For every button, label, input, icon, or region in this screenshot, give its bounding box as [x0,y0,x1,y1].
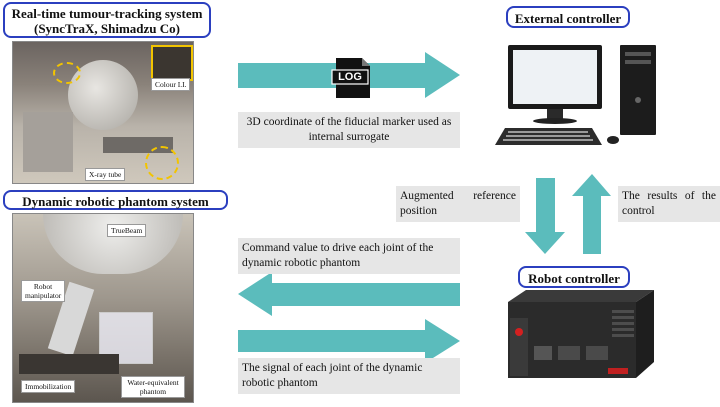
fiducial-coordinate-text: 3D coordinate of the fiducial marker use… [246,116,452,143]
arrow-augmented-down [525,178,565,254]
truebeam-label: TrueBeam [107,224,147,237]
log-icon-text: LOG [338,71,362,83]
log-file-icon [331,58,370,98]
joint-signal-text: The signal of each joint of the dynamic … [242,362,423,389]
water-phantom-label: Water-equivalent phantom [121,376,185,398]
immobilization-label: Immobilization [21,380,76,393]
joint-signal-caption: The signal of each joint of the dynamic … [238,358,460,394]
fiducial-coordinate-caption: 3D coordinate of the fiducial marker use… [238,112,460,148]
control-results-text: The results of the control [622,190,716,217]
xray-tube-label: X-ray tube [85,168,126,181]
desktop-computer-icon [495,45,656,145]
tracking-system-photo: Colour I.I. X-ray tube [12,41,194,184]
external-controller-title: External controller [506,6,630,28]
robot-controller-title: Robot controller [518,266,630,288]
phantom-system-title-text: Dynamic robotic phantom system [22,194,209,209]
robot-controller-title-text: Robot controller [528,271,620,286]
augmented-reference-caption: Augmented reference position [396,186,520,222]
robot-controller-hardware-icon [508,290,654,378]
phantom-system-photo: TrueBeam Robot manipulator Immobilizatio… [12,213,194,403]
colour-ii-label: Colour I.I. [151,78,191,91]
augmented-reference-text: Augmented reference position [400,190,516,217]
tracking-system-title-line2: (SyncTraX, Shimadzu Co) [33,21,181,36]
arrow-signal-right [238,319,460,363]
command-value-text: Command value to drive each joint of the… [242,242,434,269]
arrow-command-left [238,272,460,316]
tracking-system-title-line1: Real-time tumour-tracking system [11,6,203,21]
tracking-system-title: Real-time tumour-tracking system (SyncTr… [3,2,211,38]
arrow-results-up [572,174,611,254]
external-controller-title-text: External controller [514,11,622,26]
phantom-system-title: Dynamic robotic phantom system [3,190,228,210]
robot-manipulator-label: Robot manipulator [21,280,65,302]
control-results-caption: The results of the control [618,186,720,222]
command-value-caption: Command value to drive each joint of the… [238,238,460,274]
